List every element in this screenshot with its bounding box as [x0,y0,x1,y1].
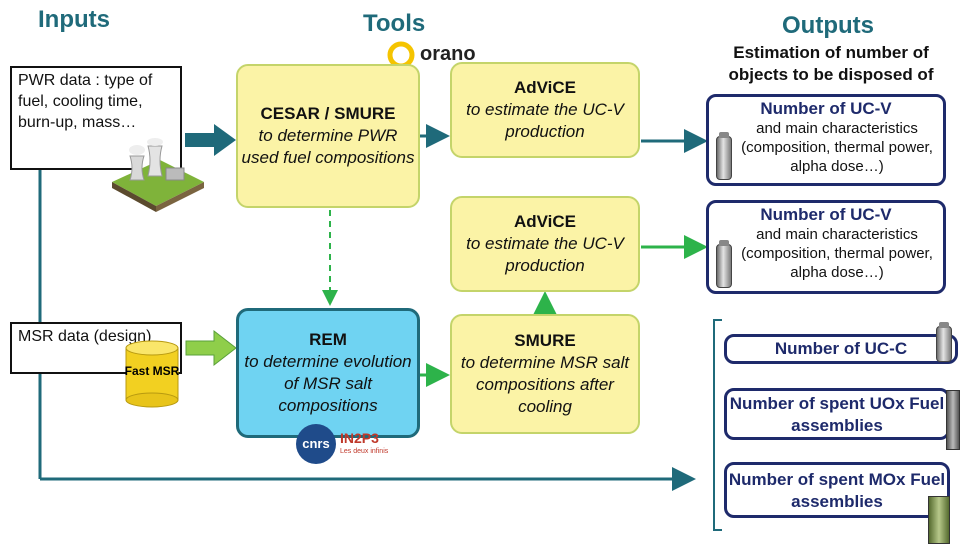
uox-output: Number of spent UOx Fuel assemblies [724,388,950,440]
cesar-smure-box: CESAR / SMURE to determine PWR used fuel… [236,64,420,208]
pwr-to-cesar-arrow [185,124,236,156]
estimation-title: Estimation of number of objects to be di… [728,43,934,84]
mox-output: Number of spent MOx Fuel assemblies [724,462,950,518]
fast-msr-cylinder: Fast MSR [124,340,180,408]
in2p3-logo: IN2P3 [340,430,379,446]
ucc-output: Number of UC-C [724,334,958,364]
ucv-canister-icon [716,240,732,288]
cnrs-logo: cnrs [296,424,336,464]
power-plant-icon [112,138,204,212]
smure-box: SMURE to determine MSR salt compositions… [450,314,640,434]
inputs-header: Inputs [38,6,110,33]
ucv-output-1: Number of UC-V and main characteristics … [706,94,946,186]
tools-header: Tools [363,10,426,37]
advice-box-1: AdViCE to estimate the UC-V production [450,62,640,158]
outputs-header: Outputs [782,12,874,39]
advice-box-2: AdViCE to estimate the UC-V production [450,196,640,292]
in2p3-tagline: Les deux infinis [340,448,389,455]
uox-assembly-icon [946,390,960,450]
ucv-canister-icon [716,132,732,180]
ucv-output-2: Number of UC-V and main characteristics … [706,200,946,294]
mox-assembly-icon [928,496,950,544]
msr-to-rem-arrow [185,329,237,367]
ucc-canister-icon [936,322,952,362]
rem-box: REM to determine evolution of MSR salt c… [236,308,420,438]
fast-msr-label: Fast MSR [124,364,180,378]
cnrs-in2p3-logo: cnrs IN2P3 Les deux infinis [296,424,396,464]
